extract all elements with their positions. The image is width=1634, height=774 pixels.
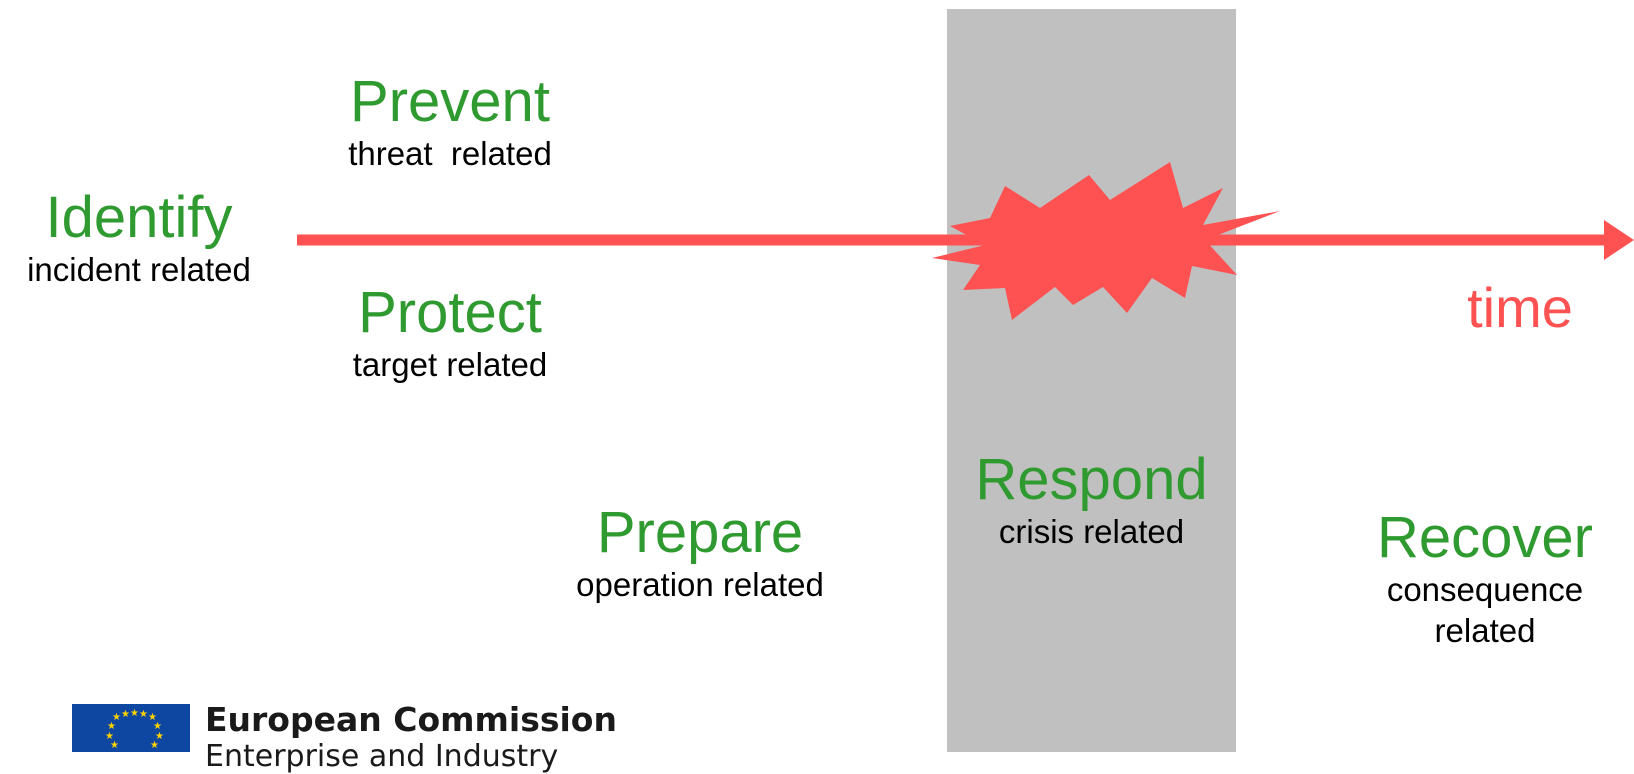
svg-text:★: ★ xyxy=(121,709,130,720)
svg-text:★: ★ xyxy=(148,712,157,723)
phase-title: Protect xyxy=(358,280,542,345)
phase-title: Respond xyxy=(975,447,1208,512)
crisis-band xyxy=(947,9,1236,752)
phase-subtitle: consequence related xyxy=(1386,570,1584,650)
explosion-burst-icon xyxy=(932,162,1280,320)
timeline-graphics xyxy=(297,162,1634,320)
svg-text:★: ★ xyxy=(112,712,121,723)
org-subtitle: Enterprise and Industry xyxy=(205,739,559,774)
svg-text:★: ★ xyxy=(130,708,139,719)
phase-protect: Protect target related xyxy=(310,280,590,385)
svg-text:★: ★ xyxy=(155,731,164,742)
svg-text:★: ★ xyxy=(150,740,159,751)
svg-text:★: ★ xyxy=(153,721,162,732)
phase-title: Recover xyxy=(1377,505,1593,570)
phase-subtitle: operation related xyxy=(576,565,824,603)
phase-recover: Recover consequence related xyxy=(1340,505,1630,651)
org-name: European Commission xyxy=(205,700,617,739)
phase-title: Prevent xyxy=(350,69,550,134)
phase-title: Prepare xyxy=(596,500,804,565)
phase-title: Identify xyxy=(45,185,233,250)
phase-identify: Identify incident related xyxy=(0,185,278,290)
phase-subtitle: target related xyxy=(352,345,548,383)
arrow-right-icon xyxy=(1604,220,1634,260)
svg-text:★: ★ xyxy=(139,709,148,720)
svg-text:★: ★ xyxy=(107,721,116,732)
svg-text:★: ★ xyxy=(105,731,114,742)
phase-subtitle: incident related xyxy=(27,250,251,288)
phase-subtitle: crisis related xyxy=(998,512,1185,550)
svg-text:★: ★ xyxy=(110,740,119,751)
eu-flag-icon: ★ ★ ★ ★ ★ ★ ★ ★ ★ ★ ★ xyxy=(72,704,190,752)
phase-subtitle: threat related xyxy=(348,134,552,172)
timeline-label: time xyxy=(1467,276,1573,339)
phase-prevent: Prevent threat related xyxy=(310,69,590,174)
phase-respond: Respond crisis related xyxy=(947,447,1236,552)
phase-prepare: Prepare operation related xyxy=(540,500,860,605)
